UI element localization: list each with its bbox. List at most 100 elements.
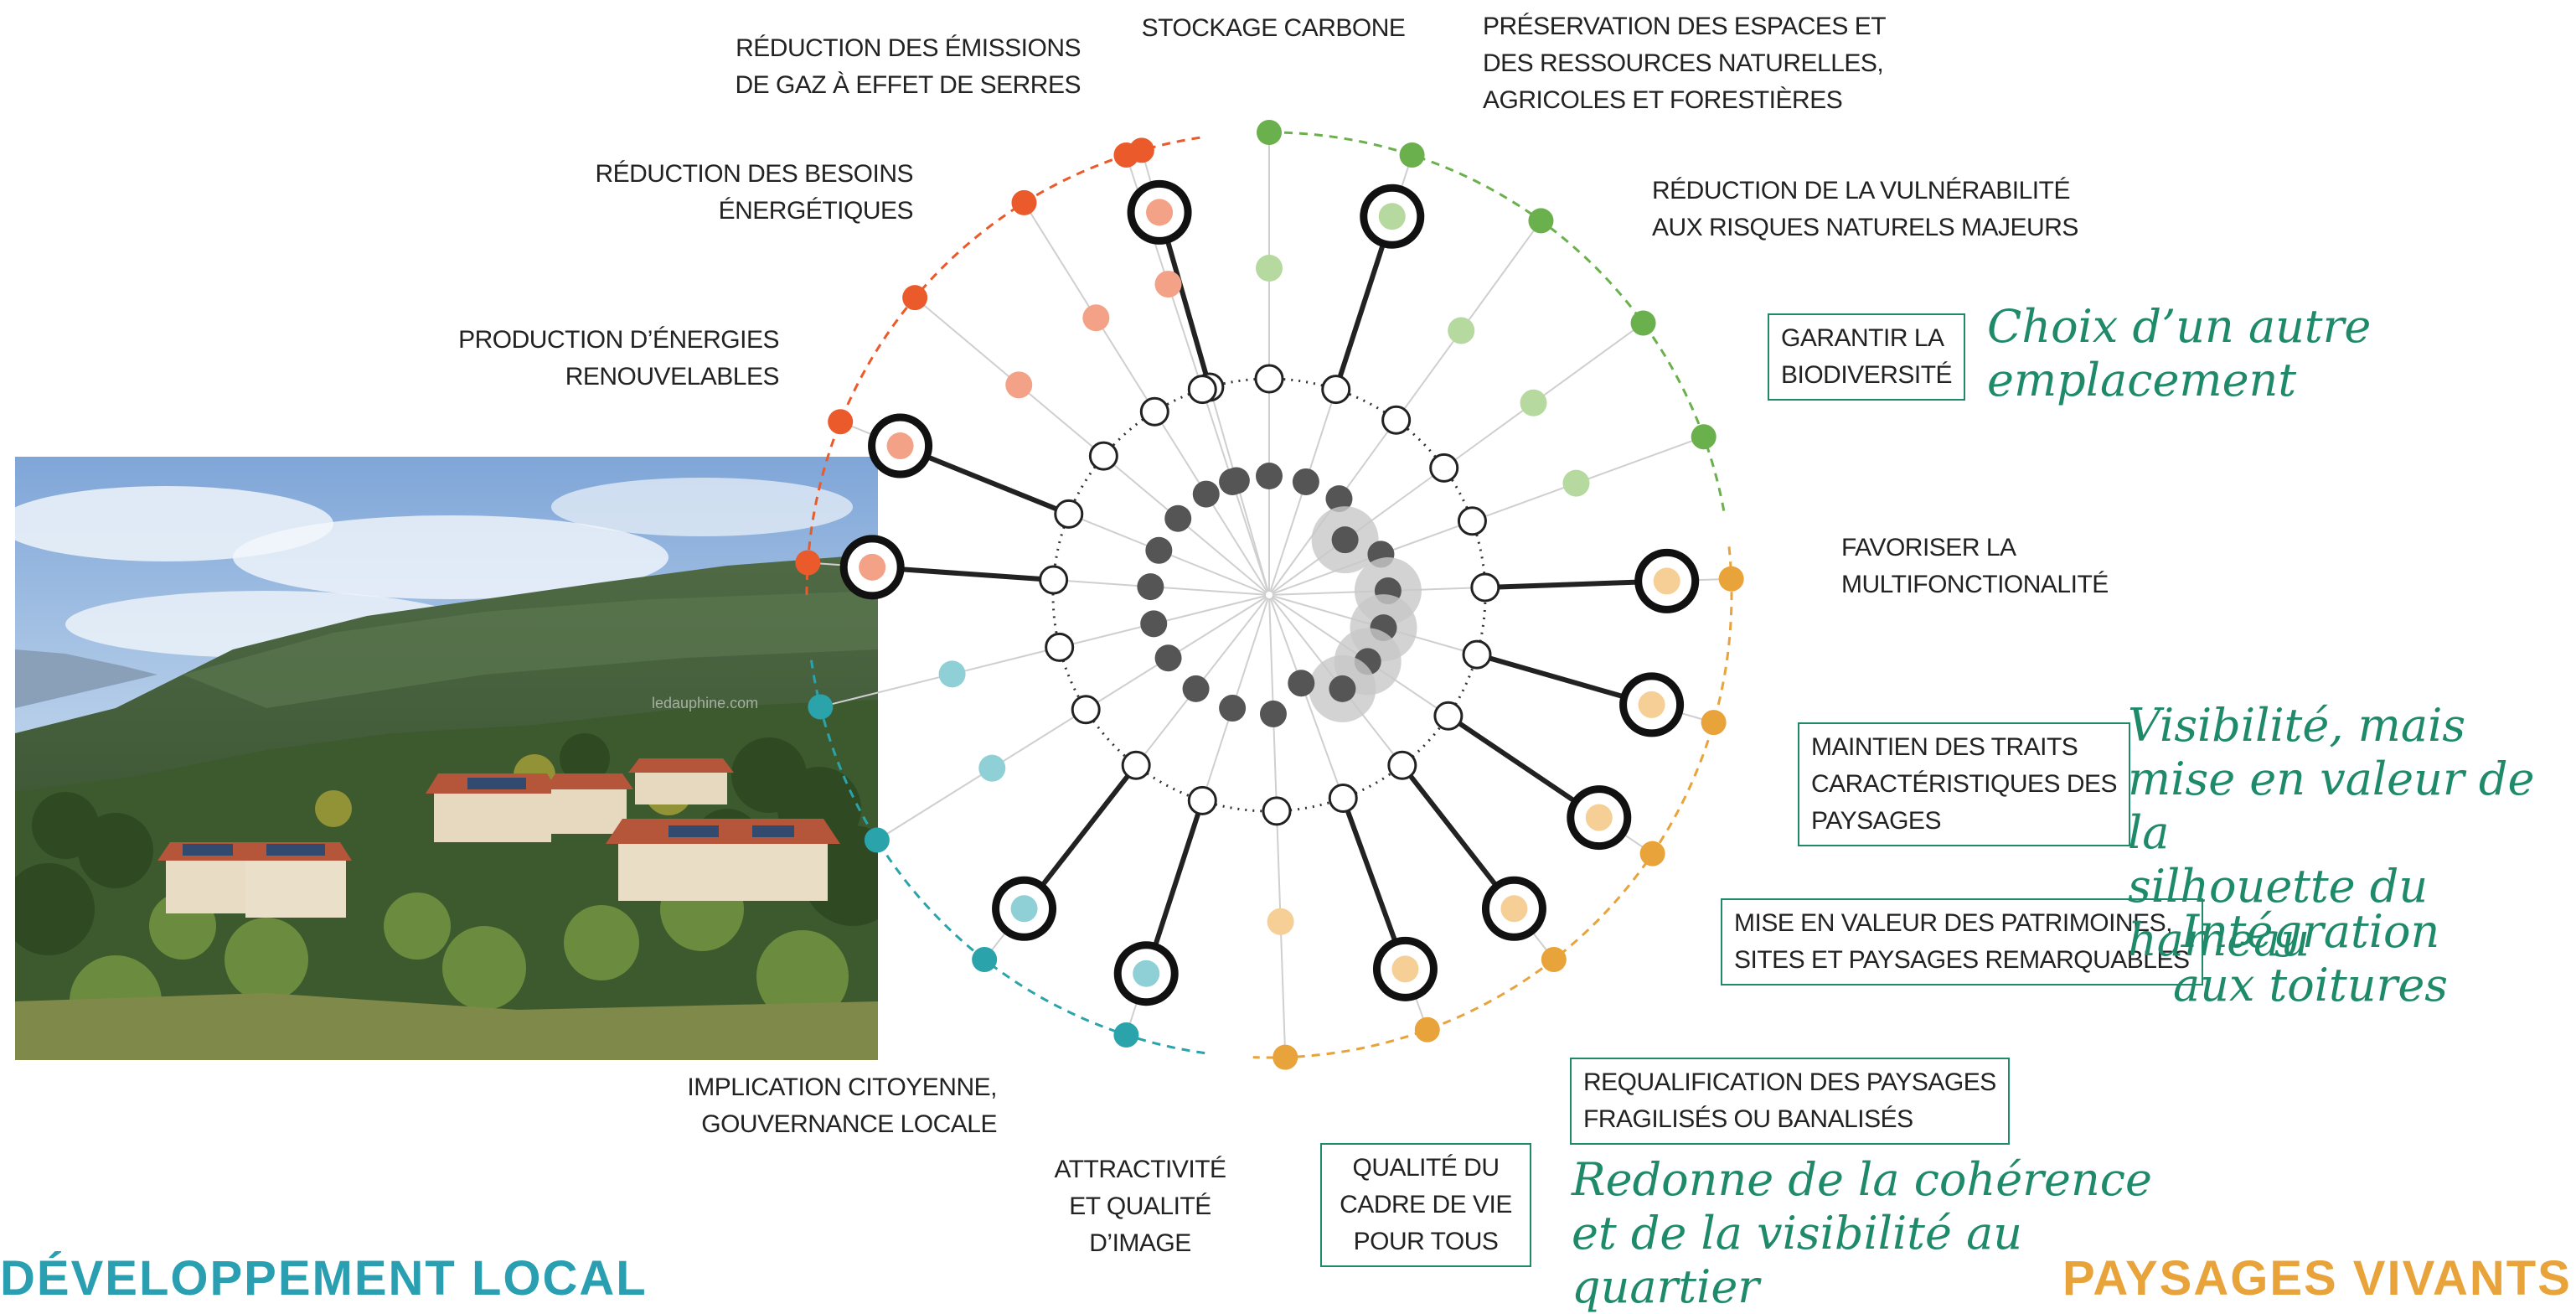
annotation-choix: Choix d’un autre emplacement — [1987, 300, 2372, 406]
outer-criteria-dot — [902, 285, 928, 311]
label-patrimoines: MISE EN VALEUR DES PATRIMOINES, SITES ET… — [1721, 898, 2203, 986]
outer-criteria-dot — [1399, 142, 1425, 168]
outer-criteria-dot — [1691, 424, 1716, 450]
label-requalification: REQUALIFICATION DES PAYSAGES FRAGILISÉS … — [1570, 1058, 2010, 1145]
outer-criteria-dot — [1630, 310, 1656, 336]
outer-criteria-dot — [1011, 189, 1037, 215]
hamlet-photo: ledauphine.com — [15, 457, 878, 1060]
label-reduction-besoins: RÉDUCTION DES BESOINS ÉNERGÉTIQUES — [595, 160, 913, 225]
light-criteria-dot — [1005, 371, 1033, 399]
annotation-integration: Intégration aux toitures — [2172, 905, 2449, 1011]
light-criteria-dot — [1585, 804, 1613, 831]
inner-ring-node — [1139, 396, 1169, 427]
inner-ring-node — [1039, 565, 1069, 595]
outer-criteria-dot — [1113, 142, 1139, 168]
inner-ring-node — [1387, 750, 1417, 780]
light-criteria-dot — [938, 660, 966, 688]
light-criteria-dot — [978, 754, 1006, 782]
outer-ring-group — [805, 131, 1733, 1059]
inner-ring-node — [1187, 785, 1217, 815]
inner-ring-node — [1262, 796, 1292, 826]
score-dot — [1182, 675, 1210, 702]
inner-ring-node — [1429, 453, 1459, 483]
spoke-line — [1268, 220, 1542, 596]
outer-criteria-dot — [1639, 841, 1665, 867]
outer-criteria-dot — [1528, 208, 1554, 234]
spoke-line — [820, 594, 1270, 708]
light-criteria-dot — [1520, 389, 1547, 416]
label-preservation: PRÉSERVATION DES ESPACES ET DES RESSOURC… — [1483, 13, 1887, 114]
spoke-line — [876, 594, 1270, 841]
inner-ring-node — [1321, 375, 1351, 405]
inner-ring-node — [1462, 639, 1492, 670]
light-criteria-dot — [1082, 304, 1110, 332]
inner-ring-node — [1328, 783, 1358, 813]
label-qualite-cadre-de-vie: QUALITÉ DU CADRE DE VIE POUR TOUS — [1320, 1143, 1531, 1267]
label-reduction-emissions: RÉDUCTION DES ÉMISSIONS DE GAZ À EFFET D… — [735, 34, 1081, 99]
label-multifonctionalite: FAVORISER LA MULTIFONCTIONALITÉ — [1841, 534, 2109, 598]
score-dot — [1259, 700, 1287, 727]
score-dot — [1288, 670, 1315, 697]
label-reduction-vulnerabilite: RÉDUCTION DE LA VULNÉRABILITÉ AUX RISQUE… — [1652, 177, 2078, 241]
score-dot — [1164, 504, 1192, 532]
inner-ring-node — [1433, 701, 1464, 731]
label-production-energies: PRODUCTION D’ÉNERGIES RENOUVELABLES — [458, 326, 779, 391]
light-criteria-dot — [1378, 203, 1406, 230]
outer-criteria-dot — [972, 946, 998, 972]
score-dot — [1256, 463, 1283, 489]
light-criteria-dot — [1500, 895, 1528, 923]
label-stockage-carbone: STOCKAGE CARBONE — [1141, 14, 1406, 42]
outer-criteria-dot — [795, 550, 821, 576]
inner-ring-node — [1045, 632, 1075, 662]
light-criteria-dot — [1133, 960, 1160, 987]
annotation-visibilite: Visibilité, mais mise en valeur de la si… — [2128, 699, 2535, 966]
inner-ring-node — [1254, 364, 1284, 394]
spoke-line — [1023, 202, 1270, 596]
inner-ring-node — [1088, 441, 1118, 471]
label-biodiversite: GARANTIR LA BIODIVERSITÉ — [1768, 313, 1966, 401]
inner-ring-node — [1054, 499, 1084, 529]
label-maintien-traits: MAINTIEN DES TRAITS CARACTÉRISTIQUES DES… — [1798, 722, 2131, 846]
score-dot — [1154, 644, 1182, 672]
light-criteria-dot — [1448, 317, 1475, 344]
label-attractivite: ATTRACTIVITÉ ET QUALITÉ D’IMAGE — [1054, 1156, 1226, 1257]
photo-watermark: ledauphine.com — [652, 695, 758, 711]
outer-criteria-dot — [1257, 120, 1282, 145]
score-dot — [1325, 485, 1353, 513]
inner-ring-node — [1187, 375, 1217, 405]
inner-ring-node — [1071, 695, 1101, 725]
score-dot — [1292, 468, 1319, 495]
outer-criteria-dot — [1273, 1044, 1298, 1070]
outer-criteria-dot — [1414, 1017, 1440, 1042]
center-point — [1266, 592, 1273, 598]
outer-criteria-dot — [864, 827, 890, 853]
inner-ring-node — [1121, 750, 1151, 780]
outer-criteria-dot — [1113, 1022, 1139, 1048]
outer-criteria-dot — [808, 694, 834, 720]
score-dot — [1192, 480, 1220, 508]
outer-criteria-dot — [828, 409, 854, 435]
score-dot — [1145, 536, 1173, 564]
spoke-line — [1268, 594, 1287, 1058]
score-dot — [1219, 468, 1247, 495]
score-dot — [1331, 526, 1359, 554]
light-criteria-dot — [886, 432, 914, 460]
annotation-redonne: Redonne de la cohérence et de la visibil… — [1572, 1153, 2152, 1313]
title-paysages-vivants: PAYSAGES VIVANTS — [2062, 1251, 2572, 1306]
score-dot — [1219, 695, 1247, 722]
outer-criteria-dot — [1701, 710, 1727, 736]
light-criteria-dot — [1562, 469, 1590, 497]
outer-criteria-dot — [1541, 946, 1567, 972]
score-dot — [1140, 610, 1168, 638]
outer-arc-orange — [1252, 546, 1733, 1059]
light-criteria-dot — [1010, 895, 1038, 923]
light-criteria-dot — [1391, 955, 1419, 983]
inner-ring-node — [1381, 405, 1412, 435]
hamlet-photo-drawing: ledauphine.com — [15, 457, 878, 1060]
light-criteria-dot — [1154, 271, 1182, 298]
light-criteria-dot — [859, 553, 886, 581]
light-criteria-dot — [1653, 567, 1680, 595]
label-implication-citoyenne: IMPLICATION CITOYENNE, GOUVERNANCE LOCAL… — [687, 1073, 997, 1138]
outer-arc-red — [805, 135, 1205, 596]
